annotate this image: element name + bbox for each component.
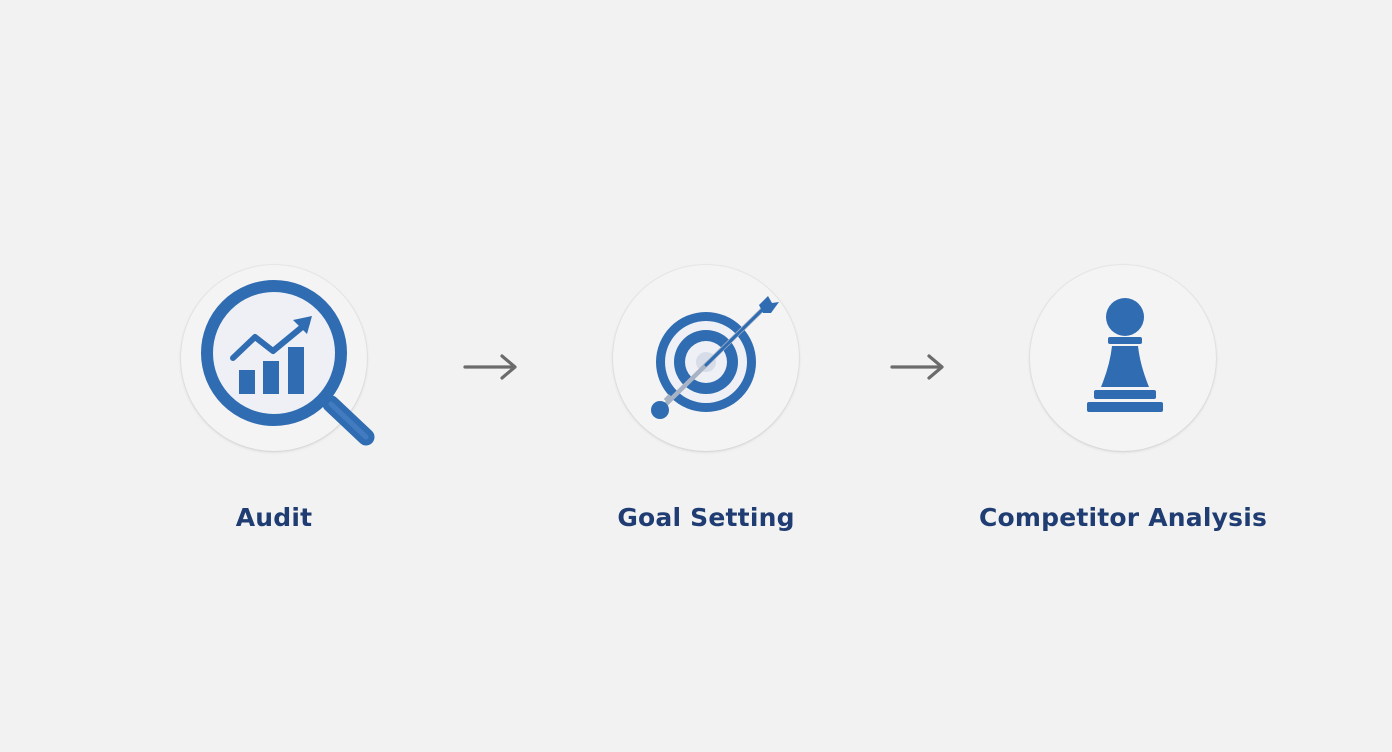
step-competitor-analysis: Competitor Analysis xyxy=(973,265,1273,532)
target-arrow-icon xyxy=(651,296,779,419)
step-goal-setting: Goal Setting xyxy=(556,265,856,532)
step-label: Competitor Analysis xyxy=(978,503,1268,532)
step-label: Goal Setting xyxy=(617,503,795,532)
step-circle xyxy=(1030,265,1216,451)
chess-pawn-icon xyxy=(1087,298,1163,412)
right-arrow-icon xyxy=(889,349,945,385)
right-arrow-icon xyxy=(462,349,518,385)
step-audit: Audit xyxy=(124,265,424,532)
magnifier-chart-icon xyxy=(201,280,375,446)
step-circle xyxy=(613,265,799,451)
step-circle xyxy=(181,265,375,451)
step-label: Audit xyxy=(235,503,313,532)
